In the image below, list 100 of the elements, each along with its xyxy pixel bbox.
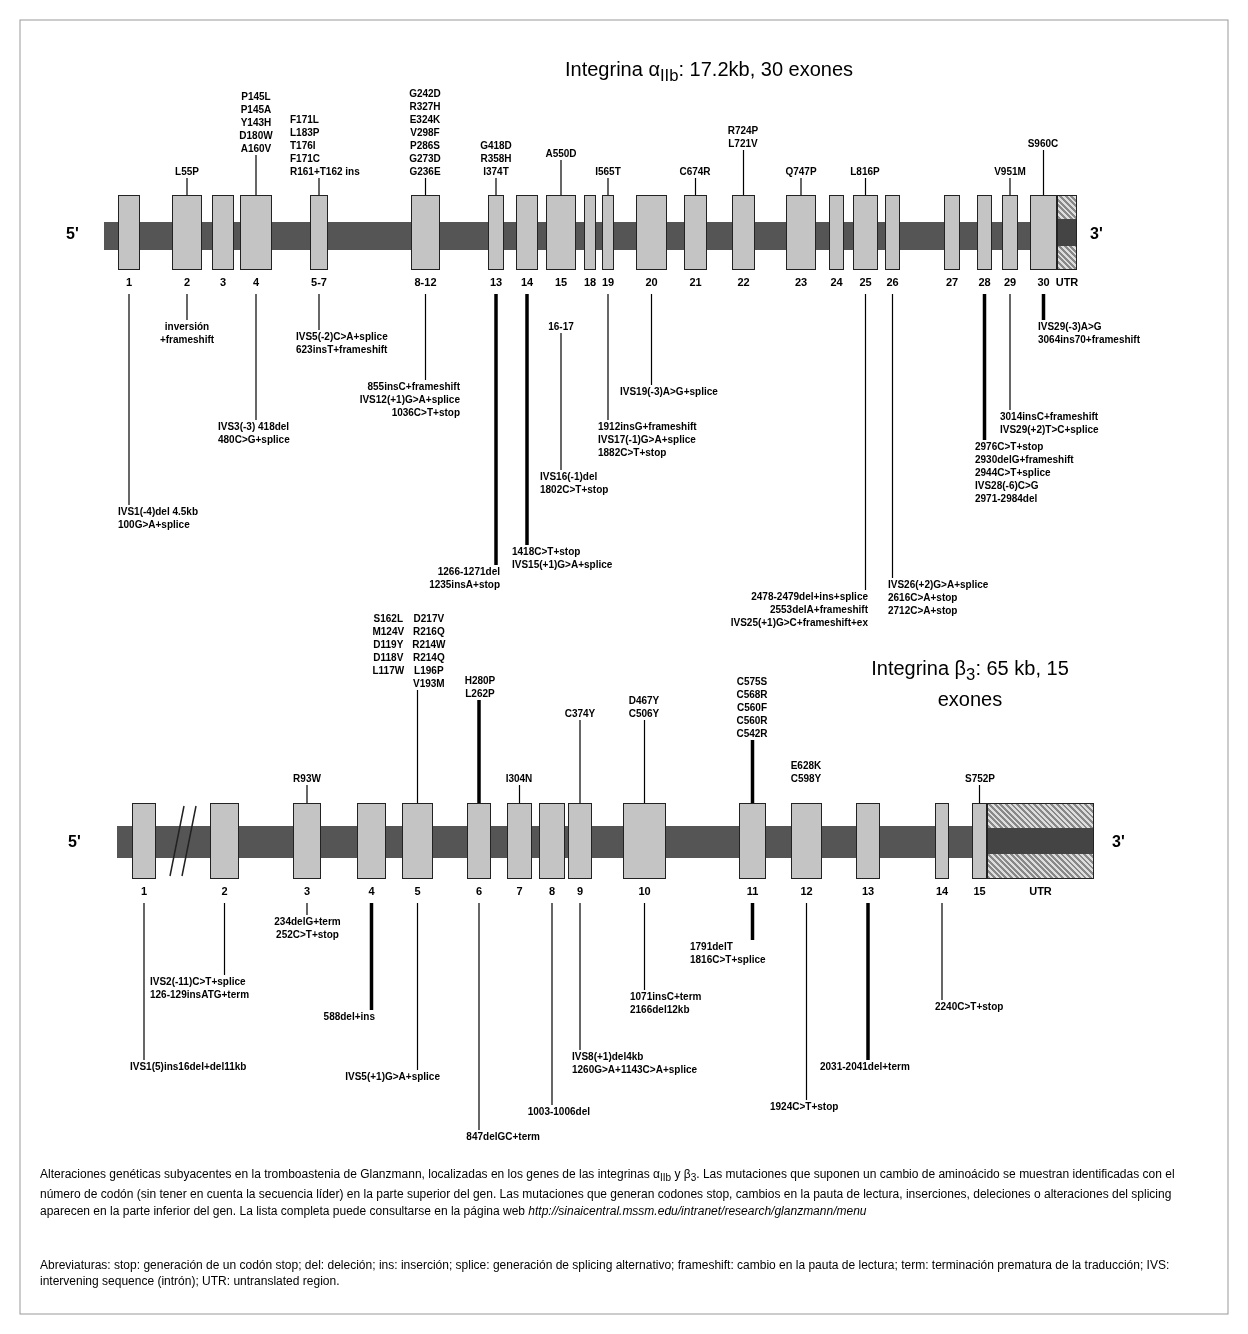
- leader-line: [255, 293, 257, 421]
- leader-line: [750, 740, 755, 803]
- mutation-label: E628K: [789, 759, 823, 772]
- mutation-label: S752P: [964, 772, 996, 785]
- exon-number: 24: [830, 276, 843, 288]
- mutation-label: G418D: [479, 139, 513, 152]
- exon-number: 27: [945, 276, 959, 288]
- exon-number: 1: [140, 885, 148, 897]
- mutation-label: IVS3(-3) 418del: [218, 420, 291, 433]
- mutation-label: 2166del12kb: [630, 1003, 691, 1016]
- mutation-label: IVS8(+1)del4kb: [572, 1050, 645, 1063]
- exon-number: 23: [794, 276, 808, 288]
- exon-number: UTR: [1029, 885, 1052, 897]
- mutation-label: G273D: [408, 152, 442, 165]
- leader-line: [306, 902, 308, 916]
- exon-number: 8-12: [414, 276, 437, 288]
- mutation-label: D119Y: [372, 638, 405, 651]
- mutation-label: R214W: [412, 638, 446, 651]
- leader-line: [255, 154, 257, 196]
- leader-line: [494, 294, 498, 565]
- mutation-label: C560R: [735, 714, 769, 727]
- leader-line: [525, 294, 529, 545]
- mutation-label: IVS25(+1)G>C+frameshift+ex: [729, 616, 868, 629]
- exon-number: 1: [125, 276, 133, 288]
- leader-line: [306, 784, 308, 804]
- mutation-label: 2944C>T+splice: [975, 466, 1052, 479]
- exon-number: 22: [737, 276, 750, 288]
- mutation-label: L196P: [413, 664, 445, 677]
- exon-number: UTR: [1055, 276, 1079, 288]
- exon-number: 2: [183, 276, 191, 288]
- mutation-label: 2240C>T+stop: [935, 1000, 1005, 1013]
- exon-number: 11: [746, 885, 759, 897]
- mutation-label: 480C>G+splice: [218, 433, 291, 446]
- mutation-label: 3064ins70+frameshift: [1038, 333, 1141, 346]
- mutation-label: 1418C>T+stop: [512, 545, 582, 558]
- mutation-label: D180W: [238, 129, 274, 142]
- mutation-label: 1235insA+stop: [428, 578, 500, 591]
- leader-line: [742, 149, 745, 196]
- exon-number: 18: [583, 276, 597, 288]
- mutation-label: E324K: [408, 113, 442, 126]
- mutation-label: 1912insG+frameshift: [598, 420, 698, 433]
- mutation-label: IVS15(+1)G>A+splice: [512, 558, 614, 571]
- exon-number: 3: [303, 885, 311, 897]
- leader-line: [186, 177, 188, 196]
- leader-line: [800, 177, 802, 196]
- mutation-label: 2553delA+frameshift: [768, 603, 868, 616]
- mutation-label: F171L: [290, 113, 320, 126]
- mutation-label: 1924C>T+stop: [770, 1100, 840, 1113]
- mutation-label: V193M: [412, 677, 446, 690]
- mutation-label: T176I: [290, 139, 317, 152]
- exon-number: 5: [414, 885, 421, 897]
- exon-number: 13: [489, 276, 503, 288]
- mutation-label: C598Y: [789, 772, 823, 785]
- mutation-label: Q747P: [784, 165, 818, 178]
- mutation-label: 1036C>T+stop: [390, 406, 460, 419]
- mutation-label: 3014insC+frameshift: [1000, 410, 1100, 423]
- exon-number: 15: [973, 885, 986, 897]
- leader-line: [579, 719, 581, 804]
- mutation-label: IVS29(-3)A>G: [1038, 320, 1103, 333]
- leader-line: [579, 902, 581, 1051]
- mutation-label: +frameshift: [158, 333, 216, 346]
- leader-line: [416, 689, 419, 804]
- leader-line: [186, 293, 188, 321]
- mutation-label: 1003-1006del: [526, 1105, 590, 1118]
- leader-line: [416, 902, 419, 1071]
- mutation-label: 623insT+frameshift: [296, 343, 389, 356]
- mutation-label: L721V: [727, 137, 759, 150]
- mutation-label: C575S: [735, 675, 769, 688]
- leader-line: [143, 902, 145, 1061]
- exon-number: 3: [219, 276, 227, 288]
- mutation-label: L183P: [290, 126, 321, 139]
- mutation-label: 126-129insATG+term: [150, 988, 251, 1001]
- exon-number: 6: [475, 885, 483, 897]
- exon-number: 9: [576, 885, 584, 897]
- mutation-label: P145L: [240, 90, 272, 103]
- mutation-label: IVS16(-1)del: [540, 470, 599, 483]
- mutation-label: S162L: [372, 612, 405, 625]
- mutation-label: IVS2(-11)C>T+splice: [150, 975, 247, 988]
- exon-number: 14: [935, 885, 949, 897]
- leader-line: [318, 293, 320, 331]
- mutation-label: 1071insC+term: [630, 990, 703, 1003]
- mutation-label: M124V: [372, 625, 405, 638]
- exon-number: 7: [516, 885, 523, 897]
- end-label: 3': [1090, 224, 1104, 244]
- mutation-label: C568R: [735, 688, 769, 701]
- exon-number: 26: [886, 276, 899, 288]
- mutation-label: D217V: [412, 612, 446, 625]
- leader-line: [477, 700, 481, 803]
- leader-line: [1009, 177, 1011, 196]
- mutation-label: R327H: [408, 100, 442, 113]
- mutation-label: 16-17: [547, 320, 575, 333]
- mutation-label: C560F: [736, 701, 768, 714]
- leader-line: [223, 902, 226, 976]
- leader-line: [478, 902, 480, 1131]
- leader-line: [560, 332, 562, 471]
- mutation-label: 1791delT: [690, 940, 734, 953]
- exon-number: 13: [861, 885, 875, 897]
- gene-heading: Integrina β$_{3}$: 65 kb, 15 exones: [870, 656, 1070, 712]
- gene-heading: Integrina α$_{IIb}$: 17.2kb, 30 exones: [565, 57, 855, 87]
- mutation-label: IVS12(+1)G>A+splice: [358, 393, 460, 406]
